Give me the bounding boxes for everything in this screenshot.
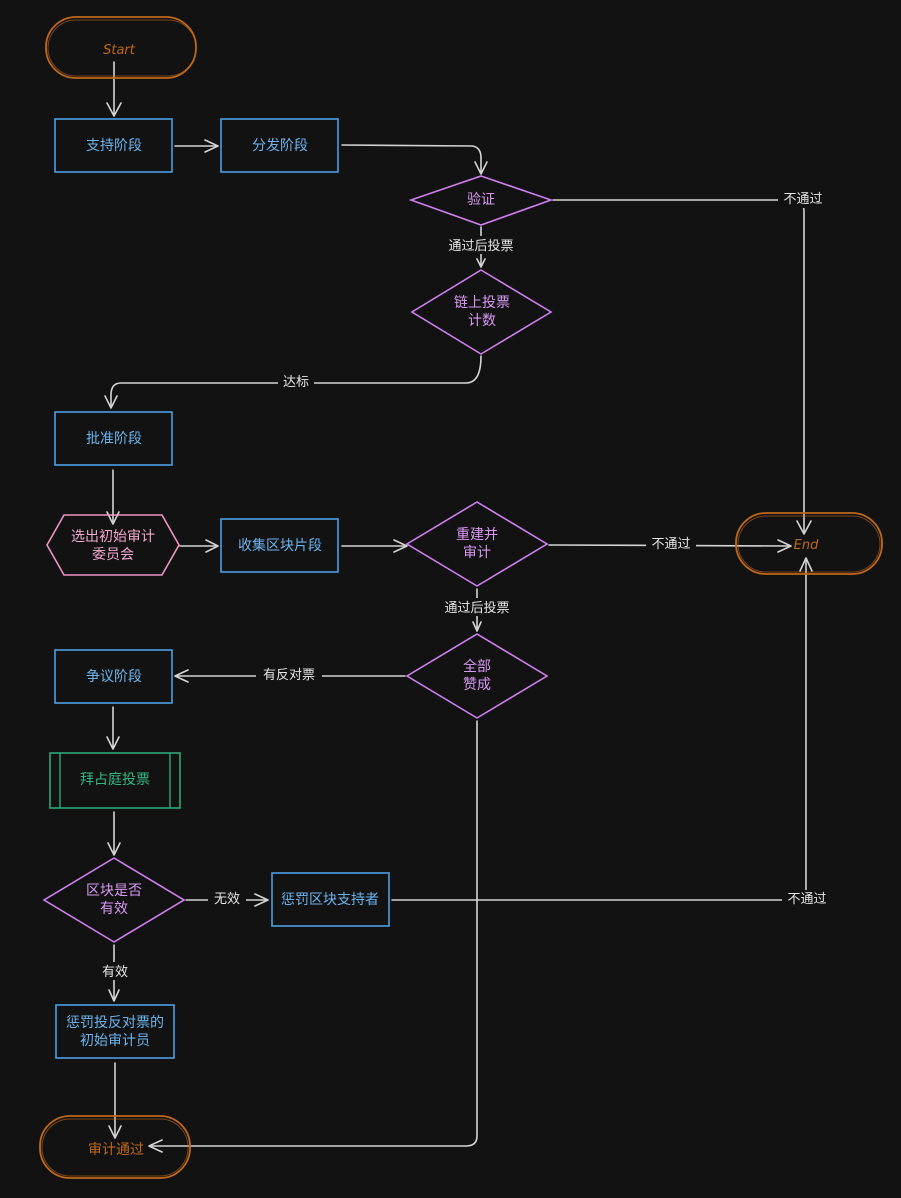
edge-verify-to-end — [552, 199, 812, 535]
node-select-committee[interactable]: 选出初始审计 委员会 — [46, 514, 180, 576]
edge-allapprove-to-auditpass — [148, 720, 478, 1153]
svg-text:通过后投票: 通过后投票 — [448, 238, 513, 254]
svg-text:全部: 全部 — [463, 658, 491, 675]
svg-text:支持阶段: 支持阶段 — [86, 138, 142, 154]
node-punish-auditors[interactable]: 惩罚投反对票的 初始审计员 — [55, 1004, 175, 1059]
svg-text:选出初始审计: 选出初始审计 — [71, 528, 155, 545]
node-all-approve[interactable]: 全部 赞成 — [405, 633, 549, 719]
edge-punishauditors-to-auditpass — [108, 1062, 122, 1139]
svg-text:区块是否: 区块是否 — [86, 883, 142, 899]
svg-text:初始审计员: 初始审计员 — [80, 1032, 150, 1049]
svg-text:计数: 计数 — [468, 313, 496, 329]
svg-text:赞成: 赞成 — [463, 677, 491, 693]
node-end[interactable]: End — [735, 512, 883, 575]
node-support-phase[interactable]: 支持阶段 — [54, 118, 173, 173]
svg-text:审计通过: 审计通过 — [88, 1142, 144, 1158]
node-block-valid[interactable]: 区块是否 有效 — [42, 857, 186, 943]
node-start[interactable]: Start — [45, 16, 197, 79]
svg-text:收集区块片段: 收集区块片段 — [238, 537, 322, 554]
svg-text:重建并: 重建并 — [456, 527, 498, 543]
svg-text:有效: 有效 — [100, 901, 128, 917]
edge-label-punish-fail: 不通过 — [782, 890, 832, 908]
edge-label-valid: 有效 — [96, 962, 134, 980]
edge-approve-to-committee — [106, 469, 120, 525]
node-collect-fragments[interactable]: 收集区块片段 — [220, 518, 339, 573]
svg-text:验证: 验证 — [467, 192, 495, 208]
edge-start-to-support — [106, 61, 122, 117]
svg-text:分发阶段: 分发阶段 — [252, 138, 308, 154]
svg-text:不通过: 不通过 — [651, 537, 690, 552]
svg-text:不通过: 不通过 — [787, 892, 826, 907]
svg-text:委员会: 委员会 — [92, 547, 134, 563]
svg-text:达标: 达标 — [283, 375, 309, 390]
svg-text:拜占庭投票: 拜占庭投票 — [80, 771, 150, 788]
edge-label-verify-fail: 不通过 — [778, 190, 828, 208]
node-byzantine-vote[interactable]: 拜占庭投票 — [49, 752, 181, 809]
svg-text:争议阶段: 争议阶段 — [86, 669, 142, 685]
svg-text:End: End — [794, 538, 819, 553]
node-onchain-count[interactable]: 链上投票 计数 — [410, 269, 553, 355]
edge-distribute-to-verify — [341, 144, 488, 175]
edge-label-rebuild-fail: 不通过 — [646, 534, 696, 552]
edge-label-vote-after-pass-2: 通过后投票 — [438, 598, 518, 616]
node-verify[interactable]: 验证 — [408, 175, 554, 226]
svg-text:批准阶段: 批准阶段 — [86, 431, 142, 447]
edge-label-invalid: 无效 — [208, 890, 246, 908]
edge-label-vote-after-pass-1: 通过后投票 — [442, 236, 522, 254]
edge-dispute-to-byzantine — [106, 706, 120, 750]
edge-label-has-objection: 有反对票 — [256, 666, 322, 684]
edge-committee-to-collect — [179, 539, 219, 553]
edge-byzantine-to-valid — [107, 811, 121, 856]
svg-text:通过后投票: 通过后投票 — [444, 600, 509, 616]
node-audit-pass[interactable]: 审计通过 — [39, 1115, 191, 1179]
edge-collect-to-rebuild — [341, 539, 408, 553]
node-dispute-phase[interactable]: 争议阶段 — [54, 649, 173, 704]
svg-text:Start: Start — [103, 43, 136, 58]
edge-label-reach-target: 达标 — [278, 373, 314, 391]
edge-count-to-approve — [104, 355, 482, 409]
node-approve-phase[interactable]: 批准阶段 — [54, 411, 173, 466]
svg-text:不通过: 不通过 — [783, 192, 822, 207]
node-distribute-phase[interactable]: 分发阶段 — [220, 118, 339, 173]
node-punish-supporters[interactable]: 惩罚区块支持者 — [271, 872, 390, 927]
svg-text:无效: 无效 — [214, 892, 240, 907]
svg-text:审计: 审计 — [463, 545, 491, 561]
svg-text:惩罚投反对票的: 惩罚投反对票的 — [66, 1015, 164, 1031]
svg-text:有效: 有效 — [102, 965, 128, 980]
svg-text:惩罚区块支持者: 惩罚区块支持者 — [281, 892, 379, 908]
svg-text:链上投票: 链上投票 — [454, 295, 510, 311]
node-rebuild-audit[interactable]: 重建并 审计 — [405, 501, 549, 587]
edge-support-to-distribute — [174, 139, 219, 153]
svg-text:有反对票: 有反对票 — [263, 668, 315, 683]
